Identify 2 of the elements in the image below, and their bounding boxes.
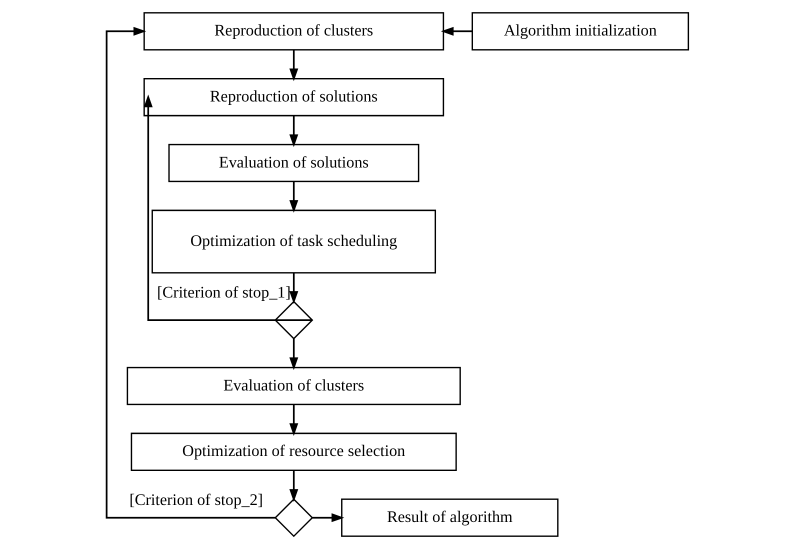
edge-label: [Criterion of stop_1] xyxy=(157,284,291,302)
edge-label: [Criterion of stop_2] xyxy=(129,492,264,510)
